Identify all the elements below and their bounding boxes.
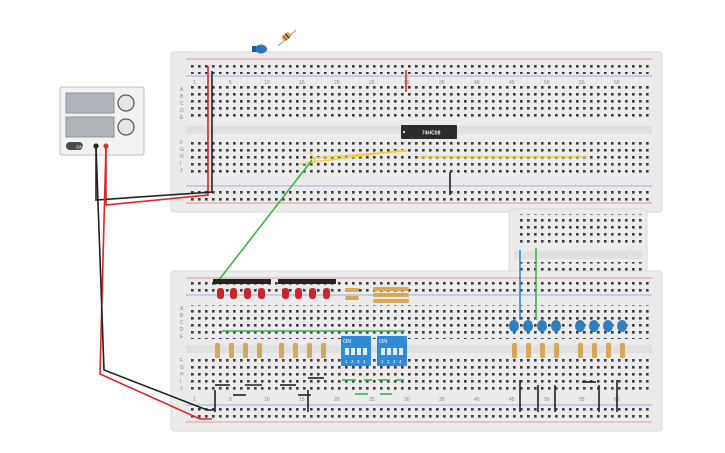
- svg-text:10: 10: [264, 80, 270, 86]
- svg-text:5: 5: [229, 80, 232, 86]
- power-wires-bottom[interactable]: [95, 145, 215, 420]
- svg-text:55: 55: [579, 397, 585, 403]
- svg-text:10: 10: [264, 397, 270, 403]
- red-led-group-left[interactable]: [213, 279, 271, 299]
- svg-text:H: H: [180, 372, 184, 378]
- svg-text:40: 40: [474, 80, 480, 86]
- svg-text:15: 15: [299, 80, 305, 86]
- bottom-board-bottom-rail: [186, 404, 652, 423]
- svg-text:E: E: [180, 334, 184, 340]
- breadboard-bottom[interactable]: A B C D E F G H I J 1 5 10 15 20 25 30 3…: [170, 270, 663, 432]
- svg-text:50: 50: [544, 397, 550, 403]
- ground-jumpers[interactable]: [214, 377, 618, 412]
- svg-text:25: 25: [369, 397, 375, 403]
- ic-label: 74HC08: [422, 131, 441, 137]
- svg-text:F: F: [180, 140, 183, 146]
- svg-text:50: 50: [544, 80, 550, 86]
- green-dashed-jumpers[interactable]: [342, 379, 404, 395]
- svg-text:D: D: [180, 327, 184, 333]
- svg-text:C: C: [180, 320, 184, 326]
- dip-switch-2-pin: 1: [381, 359, 384, 364]
- svg-text:45: 45: [509, 80, 515, 86]
- dip-switch-2-pin: 2: [387, 359, 390, 364]
- svg-text:F: F: [180, 358, 183, 364]
- svg-text:I: I: [180, 379, 181, 385]
- svg-text:G: G: [180, 147, 184, 153]
- top-board-wires[interactable]: [214, 70, 588, 286]
- terminal-strip-lower: [190, 139, 650, 173]
- breadboard-middle[interactable]: [508, 208, 648, 276]
- svg-text:60: 60: [614, 80, 620, 86]
- voltage-display: [65, 92, 115, 114]
- dip-switch-2-pin: 4: [399, 359, 402, 364]
- svg-text:A: A: [180, 87, 184, 93]
- svg-text:J: J: [180, 386, 183, 392]
- svg-text:5: 5: [229, 397, 232, 403]
- svg-text:20: 20: [334, 397, 340, 403]
- loose-resistor[interactable]: [277, 29, 297, 47]
- vertical-resistors-left[interactable]: [215, 343, 326, 358]
- svg-text:J: J: [180, 168, 183, 174]
- svg-text:30: 30: [404, 80, 410, 86]
- current-knob[interactable]: [117, 118, 135, 136]
- svg-text:C: C: [180, 101, 184, 107]
- dip-switch-2-label: ON: [379, 339, 387, 345]
- svg-text:1: 1: [193, 80, 196, 86]
- loose-led[interactable]: [252, 44, 267, 54]
- svg-text:B: B: [180, 94, 184, 100]
- power-switch[interactable]: [66, 142, 83, 150]
- svg-text:45: 45: [509, 397, 515, 403]
- current-display: [65, 116, 115, 138]
- breadboard-top[interactable]: A B C D E F G H I J 1 5 10 15 20 25 30 3…: [170, 51, 663, 213]
- bottom-terminal-lower: [190, 357, 650, 391]
- svg-text:E: E: [180, 115, 184, 121]
- dip-switch-1-pin: 2: [351, 359, 354, 364]
- power-supply[interactable]: ON: [59, 86, 145, 156]
- dip-switch-1-label: ON: [343, 339, 351, 345]
- top-power-rail: [186, 58, 652, 77]
- row-letters-top: A B C D E F G H I J: [180, 87, 184, 174]
- svg-text:25: 25: [369, 80, 375, 86]
- svg-text:55: 55: [579, 80, 585, 86]
- middle-board-wires[interactable]: [519, 248, 537, 320]
- power-switch-label: ON: [76, 145, 83, 150]
- blue-led-group-right[interactable]: [575, 320, 627, 332]
- bottom-terminal-upper: [190, 305, 650, 339]
- resistor-cluster-top[interactable]: [345, 287, 409, 303]
- terminal-strip-upper: [190, 86, 650, 120]
- svg-text:D: D: [180, 108, 184, 114]
- svg-text:35: 35: [439, 80, 445, 86]
- dip-switch-1-pin: 3: [357, 359, 360, 364]
- bottom-power-rail: [186, 185, 652, 204]
- red-led-group-right[interactable]: [278, 279, 336, 299]
- row-letters-bottom: A B C D E F G H I J: [180, 306, 184, 392]
- column-numbers-top: 1 5 10 15 20 25 30 35 40 45 50 55 60: [193, 80, 620, 86]
- svg-text:30: 30: [404, 397, 410, 403]
- svg-text:20: 20: [334, 80, 340, 86]
- svg-text:A: A: [180, 306, 184, 312]
- svg-text:H: H: [180, 154, 184, 160]
- vertical-resistors-right[interactable]: [512, 343, 625, 358]
- blue-led-group-left[interactable]: [509, 320, 561, 332]
- dip-switch-1-pin: 1: [345, 359, 348, 364]
- svg-text:15: 15: [299, 397, 305, 403]
- dip-switch-1[interactable]: ON 1 2 3 4: [341, 336, 371, 366]
- bottom-center-channel: [186, 345, 652, 353]
- dip-switch-1-pin: 4: [363, 359, 366, 364]
- svg-text:40: 40: [474, 397, 480, 403]
- dip-switch-2[interactable]: ON 1 2 3 4: [377, 336, 407, 366]
- ic-chip[interactable]: 74HC08: [401, 125, 457, 139]
- svg-text:G: G: [180, 365, 184, 371]
- svg-text:B: B: [180, 313, 184, 319]
- svg-text:35: 35: [439, 397, 445, 403]
- svg-text:1: 1: [193, 397, 196, 403]
- voltage-knob[interactable]: [117, 94, 135, 112]
- svg-text:I: I: [180, 161, 181, 167]
- dip-switch-2-pin: 3: [393, 359, 396, 364]
